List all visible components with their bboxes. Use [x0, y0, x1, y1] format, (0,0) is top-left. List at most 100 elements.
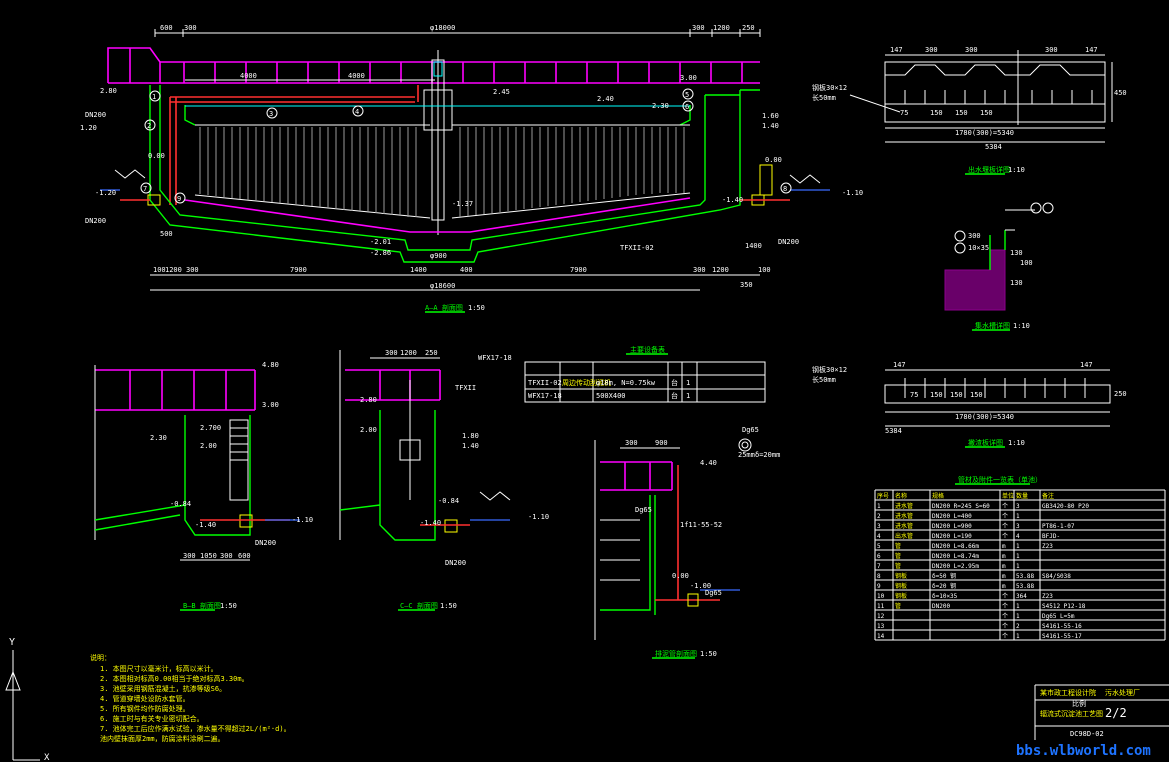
svg-text:WFX17-18: WFX17-18 — [478, 354, 512, 362]
elev-0-00-l: 0.00 — [148, 152, 165, 160]
svg-text:污水处理厂: 污水处理厂 — [1105, 688, 1140, 697]
materials-cell: 10 — [877, 593, 885, 600]
dim-1200-r: 1200 — [713, 24, 730, 32]
elev-3-00: 3.00 — [680, 74, 697, 82]
weir-bolts — [904, 90, 1093, 104]
elev-neg-2-01: -2.01 — [370, 238, 391, 246]
svg-text:X: X — [44, 753, 50, 762]
materials-cell: 7 — [877, 563, 881, 570]
svg-text:1:50: 1:50 — [700, 650, 717, 658]
materials-cell: 个 — [1002, 593, 1008, 600]
materials-cell: 个 — [1002, 513, 1008, 520]
svg-text:Y: Y — [9, 637, 15, 648]
svg-text:250: 250 — [1114, 390, 1127, 398]
svg-text:130: 130 — [1010, 279, 1023, 287]
section-c-c: 300 1200 250 2.80 2.00 1.80 1.40 -0.84 -… — [339, 349, 549, 611]
materials-cell: 4 — [877, 533, 881, 540]
materials-table-title: 管材及附件一览表（单池） — [958, 475, 1042, 484]
materials-cell: 3 — [1016, 523, 1020, 530]
materials-cell: 3 — [1016, 503, 1020, 510]
materials-cell: 个 — [1002, 503, 1008, 510]
svg-text:TFXII: TFXII — [455, 384, 476, 392]
materials-cell: 个 — [1002, 533, 1008, 540]
materials-cell: 6 — [877, 553, 881, 560]
materials-header-cell: 单位 — [1002, 492, 1014, 500]
materials-cell: 1 — [1016, 543, 1020, 550]
svg-text:1:10: 1:10 — [1013, 322, 1030, 330]
svg-text:TFXII-02: TFXII-02 — [528, 379, 562, 387]
svg-text:2.00: 2.00 — [200, 442, 217, 450]
materials-cell: DN200 L=190 — [932, 533, 972, 540]
svg-text:130: 130 — [1010, 249, 1023, 257]
svg-text:900: 900 — [655, 439, 668, 447]
svg-text:-1.10: -1.10 — [292, 516, 313, 524]
pipe-label-dn200-b: DN200 — [85, 217, 106, 225]
svg-text:600: 600 — [238, 552, 251, 560]
svg-text:150: 150 — [970, 391, 983, 399]
svg-text:7: 7 — [143, 185, 147, 193]
materials-header-cell: 名称 — [895, 492, 907, 500]
svg-text:1050: 1050 — [200, 552, 217, 560]
materials-cell: 12 — [877, 613, 885, 620]
svg-text:-1.40: -1.40 — [420, 519, 441, 527]
dim-18000: φ18000 — [430, 24, 455, 32]
svg-text:长50mm: 长50mm — [812, 375, 836, 384]
svg-text:1:50: 1:50 — [440, 602, 457, 610]
svg-text:2: 2 — [147, 122, 151, 130]
svg-text:δ=20mm: δ=20mm — [755, 451, 780, 459]
section-b-b: 4.80 3.00 2.700 2.30 2.00 -0.84 -1.10 -1… — [94, 361, 313, 611]
materials-cell: 管 — [895, 542, 901, 550]
materials-cell: 个 — [1002, 613, 1008, 620]
materials-cell: 个 — [1002, 623, 1008, 630]
svg-text:3. 池壁采用钢筋混凝土，抗渗等级S6。: 3. 池壁采用钢筋混凝土，抗渗等级S6。 — [100, 684, 226, 693]
svg-text:-1.40: -1.40 — [195, 521, 216, 529]
materials-header-cell: 规格 — [932, 492, 944, 500]
svg-text:150: 150 — [930, 391, 943, 399]
dim-250-r: 250 — [742, 24, 755, 32]
ucs-icon: Y X — [5, 637, 50, 762]
svg-text:300: 300 — [965, 46, 978, 54]
materials-cell: δ=20 钢 — [932, 582, 956, 590]
materials-cell: m — [1002, 573, 1006, 580]
materials-header-cell: 序号 — [877, 492, 889, 500]
dim-4000-a: 4000 — [240, 72, 257, 80]
materials-header-cell: 数量 — [1016, 492, 1028, 500]
materials-cell: 2 — [877, 513, 881, 520]
elev-1-60: 1.60 — [762, 112, 779, 120]
svg-text:5: 5 — [685, 91, 689, 99]
svg-text:1:50: 1:50 — [220, 602, 237, 610]
materials-cell: 1 — [1016, 603, 1020, 610]
svg-text:-1.00: -1.00 — [690, 582, 711, 590]
svg-text:4: 4 — [355, 108, 359, 116]
dim-1400-r: 1400 — [745, 242, 762, 250]
materials-cell: 管 — [895, 552, 901, 560]
dim-600: 600 — [160, 24, 173, 32]
svg-text:Dg65: Dg65 — [705, 589, 722, 597]
materials-cell: Z23 — [1042, 593, 1053, 600]
svg-text:4. 管道穿墙处设防水套管。: 4. 管道穿墙处设防水套管。 — [100, 694, 190, 703]
dim-b-300-r: 300 — [693, 266, 706, 274]
svg-text:WFX17-18: WFX17-18 — [528, 392, 562, 400]
dim-b-100-r: 100 — [758, 266, 771, 274]
svg-text:1:10: 1:10 — [1008, 439, 1025, 447]
svg-text:6. 施工时与有关专业密切配合。: 6. 施工时与有关专业密切配合。 — [100, 714, 204, 723]
svg-text:150: 150 — [980, 109, 993, 117]
materials-cell: 1 — [1016, 633, 1020, 640]
scraper-label: TFXII-02 — [620, 244, 654, 252]
svg-text:1.80: 1.80 — [462, 432, 479, 440]
svg-text:1. 本图尺寸以毫米计，标高以米计。: 1. 本图尺寸以毫米计，标高以米计。 — [100, 664, 218, 673]
svg-text:300: 300 — [925, 46, 938, 54]
dim-900: φ900 — [430, 252, 447, 260]
materials-cell: DN200 L=900 — [932, 523, 972, 530]
materials-cell: 进水管 — [895, 512, 913, 520]
materials-cell: m — [1002, 583, 1006, 590]
materials-cell: 钢板 — [895, 582, 907, 590]
svg-text:-1.10: -1.10 — [528, 513, 549, 521]
materials-cell: m — [1002, 563, 1006, 570]
svg-text:1200: 1200 — [400, 349, 417, 357]
dim-b-1200: 1200 — [165, 266, 182, 274]
dim-b-400: 400 — [460, 266, 473, 274]
materials-cell: 53.88 — [1016, 573, 1034, 580]
section-sludge-pipe: 300 900 Dg65 Dg65 Dg65 1f11-55-52 δ=20mm… — [594, 426, 780, 659]
